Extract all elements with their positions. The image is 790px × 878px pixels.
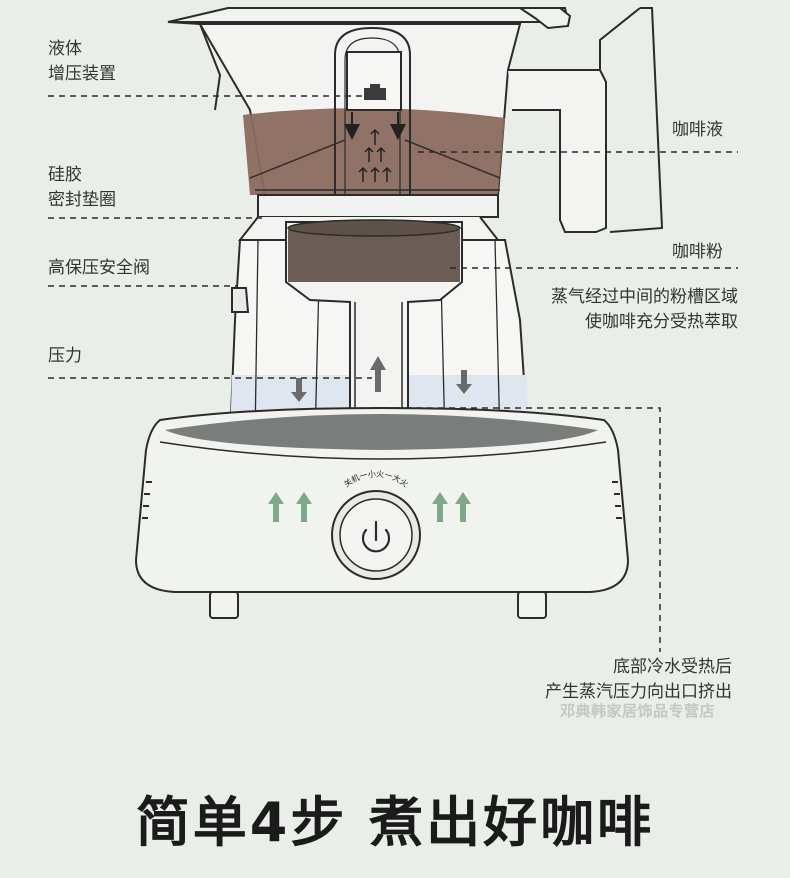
leader-lines xyxy=(48,95,738,652)
label-safety-valve: 高保压安全阀 xyxy=(48,258,150,278)
label-silicone-gasket: 硅胶 密封垫圈 xyxy=(48,165,116,210)
silicone-gasket xyxy=(257,194,499,218)
coffee-powder xyxy=(288,230,460,282)
label-pressure: 压力 xyxy=(48,346,82,366)
coffee-liquid xyxy=(243,108,505,195)
label-bottom-note: 底部冷水受热后 产生蒸汽压力向出口挤出 xyxy=(545,657,732,702)
label-liquid-pressure: 液体 增压装置 xyxy=(48,39,116,84)
stove-top-plate xyxy=(165,414,598,450)
power-icon xyxy=(361,520,391,553)
label-coffee-liquid: 咖啡液 xyxy=(672,120,723,140)
label-steam-note: 蒸气经过中间的粉槽区域 使咖啡充分受热萃取 xyxy=(551,287,738,332)
page-headline: 简单4步 煮出好咖啡 xyxy=(135,791,655,854)
up-arrow-icon xyxy=(358,128,392,182)
safety-valve xyxy=(231,287,250,313)
watermark: 邓典韩家居饰品专营店 xyxy=(560,702,716,720)
up-arrow-icon xyxy=(268,492,471,522)
up-arrow-icon xyxy=(370,356,386,392)
electric-stove: 关机一小火一大火 xyxy=(134,406,630,619)
lower-chamber xyxy=(228,219,530,443)
upper-chamber xyxy=(167,7,664,233)
label-coffee-powder: 咖啡粉 xyxy=(672,242,723,262)
pressure-device xyxy=(346,51,402,111)
